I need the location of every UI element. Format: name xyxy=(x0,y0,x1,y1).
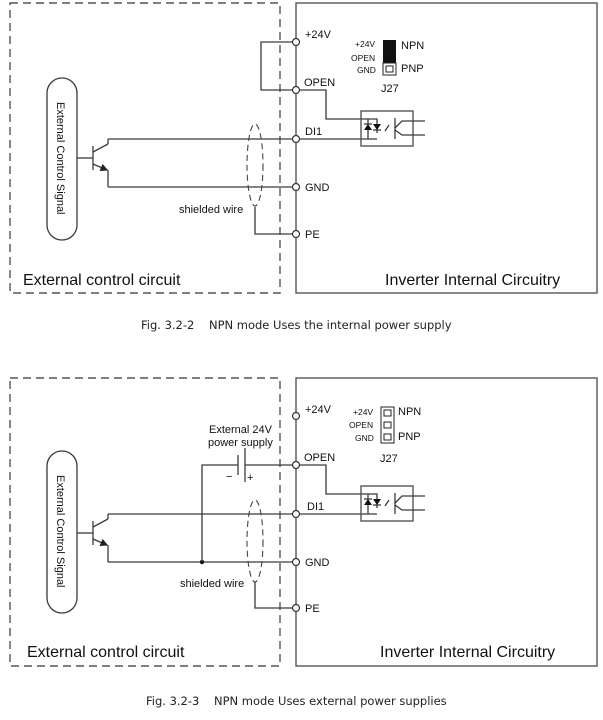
terminal-gnd: GND xyxy=(291,182,330,194)
svg-text:J27: J27 xyxy=(380,453,398,465)
terminal-di1: DI1 xyxy=(291,501,324,519)
svg-text:OPEN: OPEN xyxy=(304,452,335,464)
svg-text:−: − xyxy=(226,471,232,483)
svg-text:DI1: DI1 xyxy=(305,126,322,138)
shield-ellipse xyxy=(246,499,264,583)
svg-text:GND: GND xyxy=(355,433,374,443)
svg-text:External 24V: External 24V xyxy=(209,424,273,436)
svg-text:GND: GND xyxy=(305,557,330,569)
svg-text:OPEN: OPEN xyxy=(349,420,373,430)
inverter-internal-box xyxy=(295,377,598,667)
jumper-wire-24v-open xyxy=(260,41,296,91)
wire-pe xyxy=(254,207,296,235)
svg-text:J27: J27 xyxy=(381,83,399,95)
svg-text:+: + xyxy=(247,472,253,484)
shielded-wire-label: shielded wire xyxy=(179,204,243,216)
optocoupler-icon xyxy=(300,89,425,147)
terminal-pe: PE xyxy=(291,229,320,241)
svg-text:DI1: DI1 xyxy=(307,501,324,513)
svg-text:+24V: +24V xyxy=(353,407,373,417)
svg-text:PNP: PNP xyxy=(398,431,421,443)
svg-text:PNP: PNP xyxy=(401,63,424,75)
npn-transistor-icon xyxy=(77,139,109,187)
external-circuit-box xyxy=(9,2,281,294)
svg-text:+24V: +24V xyxy=(305,404,332,416)
inverter-internal-label: Inverter Internal Circuitry xyxy=(380,644,555,661)
optocoupler-icon xyxy=(300,464,425,522)
terminal-di1: DI1 xyxy=(291,126,322,144)
jumper-cap-npn xyxy=(383,40,396,63)
inverter-internal-box xyxy=(295,2,598,294)
external-power-supply: External 24V power supply − + xyxy=(201,424,296,562)
figure-npn-external: External control circuit Inverter Intern… xyxy=(9,377,598,667)
npn-transistor-icon xyxy=(77,514,109,562)
figure-caption-3-2-2: Fig. 3.2-2 NPN mode Uses the internal po… xyxy=(141,318,452,332)
svg-text:PE: PE xyxy=(305,603,320,615)
terminal-open: OPEN xyxy=(291,452,335,470)
terminal-pe: PE xyxy=(291,603,320,615)
svg-text:NPN: NPN xyxy=(398,406,421,418)
svg-text:+24V: +24V xyxy=(305,29,332,41)
shielded-wire-label: shielded wire xyxy=(180,578,244,590)
jumper-j27: +24V OPEN GND NPN PNP J27 xyxy=(351,39,424,95)
figure-caption-3-2-3: Fig. 3.2-3 NPN mode Uses external power … xyxy=(146,694,447,708)
svg-text:power supply: power supply xyxy=(208,437,273,449)
external-circuit-label: External control circuit xyxy=(27,644,185,661)
svg-text:OPEN: OPEN xyxy=(304,77,335,89)
svg-text:GND: GND xyxy=(357,65,376,75)
svg-text:NPN: NPN xyxy=(401,40,424,52)
jumper-j27: +24V OPEN GND NPN PNP J27 xyxy=(349,406,421,465)
inverter-internal-label: Inverter Internal Circuitry xyxy=(385,272,560,289)
wire-pe xyxy=(254,582,296,609)
svg-text:+24V: +24V xyxy=(355,39,375,49)
external-circuit-box xyxy=(9,377,281,667)
terminal-24v: +24V xyxy=(291,404,332,421)
figure-npn-internal: External control circuit Inverter Intern… xyxy=(9,2,598,294)
external-control-signal-block xyxy=(46,77,78,241)
external-control-signal-label: External Control Signal xyxy=(54,475,66,588)
terminal-gnd: GND xyxy=(291,557,330,569)
svg-text:OPEN: OPEN xyxy=(351,53,375,63)
external-control-signal-block xyxy=(46,450,78,614)
terminal-24v: +24V xyxy=(291,29,332,47)
svg-text:PE: PE xyxy=(305,229,320,241)
terminal-open: OPEN xyxy=(291,77,335,95)
svg-text:GND: GND xyxy=(305,182,330,194)
external-control-signal-label: External Control Signal xyxy=(54,102,66,215)
external-circuit-label: External control circuit xyxy=(23,272,181,289)
shield-ellipse xyxy=(246,123,264,207)
